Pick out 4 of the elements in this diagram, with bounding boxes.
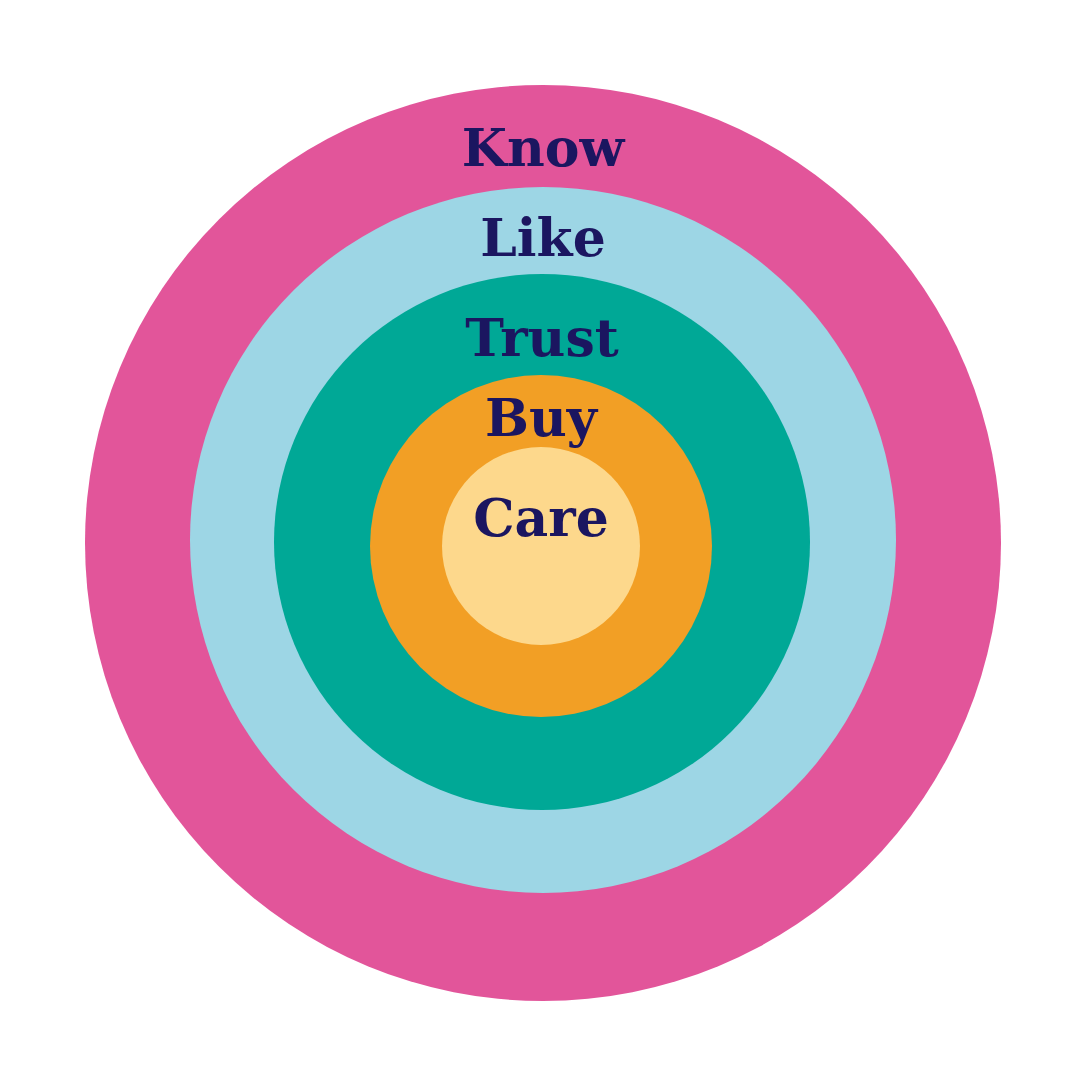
ring-label: Like [480,212,606,264]
ring-label: Know [461,122,625,174]
ring-label: Trust [465,312,619,364]
ring-label: Care [473,492,609,544]
